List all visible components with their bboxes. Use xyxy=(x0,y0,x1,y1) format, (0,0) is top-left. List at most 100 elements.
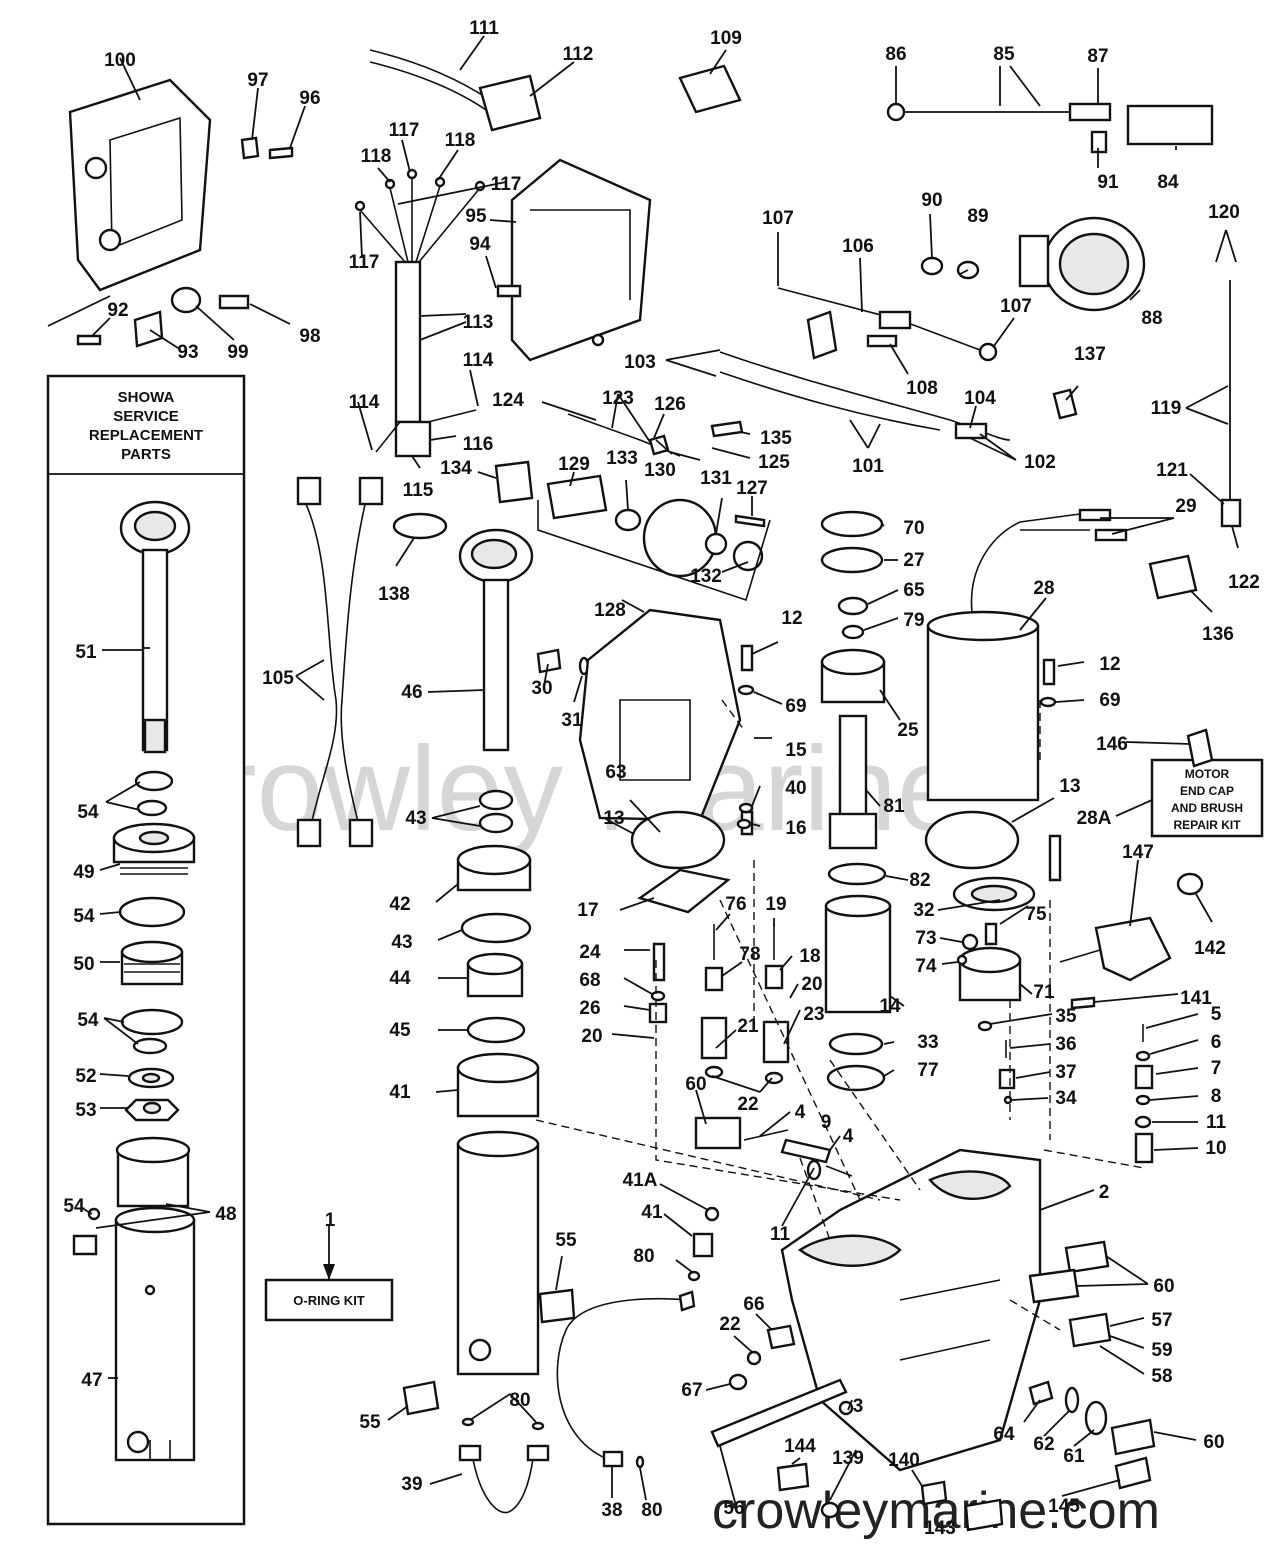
callout-17: 17 xyxy=(577,900,598,921)
callout-77: 77 xyxy=(917,1060,938,1081)
callout-63: 63 xyxy=(605,762,626,783)
callout-18: 18 xyxy=(799,946,820,967)
callout-119: 119 xyxy=(1151,398,1182,419)
callout-54-b: 54 xyxy=(73,906,95,927)
callout-80-c: 80 xyxy=(641,1500,662,1521)
callout-113: 113 xyxy=(463,312,494,333)
callout-58: 58 xyxy=(1151,1366,1172,1387)
callout-108: 108 xyxy=(906,378,938,399)
callout-10: 10 xyxy=(1205,1138,1226,1159)
callout-111: 111 xyxy=(469,18,499,39)
callout-60-c: 60 xyxy=(1203,1432,1224,1453)
callout-99: 99 xyxy=(227,342,248,363)
callout-95: 95 xyxy=(465,206,487,227)
callout-93: 93 xyxy=(177,342,198,363)
callout-144: 144 xyxy=(784,1436,816,1457)
callout-98: 98 xyxy=(299,326,320,347)
callout-12-b: 12 xyxy=(1099,654,1120,675)
callout-59: 59 xyxy=(1151,1340,1172,1361)
callout-106: 106 xyxy=(842,236,874,257)
callout-32: 32 xyxy=(913,900,934,921)
callout-120: 120 xyxy=(1208,202,1240,223)
kit-title-line-3: REPLACEMENT xyxy=(89,427,203,444)
callout-81: 81 xyxy=(883,796,905,817)
callout-86: 86 xyxy=(885,44,906,65)
callout-90: 90 xyxy=(921,190,942,211)
callout-117-c: 117 xyxy=(349,252,380,273)
callout-54-d: 54 xyxy=(63,1196,85,1217)
callout-82: 82 xyxy=(909,870,930,891)
callout-19: 19 xyxy=(765,894,786,915)
callout-71: 71 xyxy=(1033,982,1055,1003)
callout-20-b: 20 xyxy=(581,1026,602,1047)
callout-142: 142 xyxy=(1194,938,1226,959)
callout-84: 84 xyxy=(1157,172,1179,193)
callout-122: 122 xyxy=(1228,572,1260,593)
callout-107-a: 107 xyxy=(762,208,794,229)
callout-12-a: 12 xyxy=(781,608,802,629)
callout-147: 147 xyxy=(1122,842,1154,863)
callout-2: 2 xyxy=(1099,1182,1110,1203)
callout-129: 129 xyxy=(558,454,590,475)
kit-title-line-4: PARTS xyxy=(121,446,171,463)
callout-132: 132 xyxy=(690,566,722,587)
callout-69-b: 69 xyxy=(1099,690,1120,711)
callout-88: 88 xyxy=(1141,308,1162,329)
callout-89: 89 xyxy=(967,206,988,227)
callout-21: 21 xyxy=(737,1016,759,1037)
callout-91: 91 xyxy=(1097,172,1119,193)
callout-39: 39 xyxy=(401,1474,422,1495)
motor-kit-line-3: AND BRUSH xyxy=(1171,801,1243,815)
callout-22-a: 22 xyxy=(737,1094,758,1115)
kit-parts-drawing xyxy=(72,500,196,1462)
callout-67: 67 xyxy=(681,1380,702,1401)
callout-61: 61 xyxy=(1063,1446,1085,1467)
callout-134: 134 xyxy=(440,458,472,479)
callout-70: 70 xyxy=(903,518,924,539)
callout-97: 97 xyxy=(247,70,268,91)
leader-lines xyxy=(47,35,1239,1530)
callout-26: 26 xyxy=(579,998,600,1019)
kit-title-line-2: SERVICE xyxy=(113,408,179,425)
callout-41: 41 xyxy=(389,1082,411,1103)
callout-37: 37 xyxy=(1055,1062,1076,1083)
callout-45: 45 xyxy=(389,1020,411,1041)
callout-54-c: 54 xyxy=(77,1010,99,1031)
callout-36: 36 xyxy=(1055,1034,1076,1055)
callout-60-a: 60 xyxy=(685,1074,706,1095)
callout-50: 50 xyxy=(73,954,94,975)
callout-87: 87 xyxy=(1087,46,1108,67)
callout-94: 94 xyxy=(469,234,491,255)
watermark-text: Crowley Marine xyxy=(130,722,964,856)
callout-143: 143 xyxy=(924,1518,956,1539)
callout-30: 30 xyxy=(531,678,552,699)
callout-29: 29 xyxy=(1175,496,1196,517)
callout-46: 46 xyxy=(401,682,422,703)
callout-100: 100 xyxy=(104,50,136,71)
callout-125: 125 xyxy=(758,452,790,473)
callout-24: 24 xyxy=(579,942,601,963)
callout-118-b: 118 xyxy=(361,146,392,167)
callout-79: 79 xyxy=(903,610,924,631)
callout-145: 145 xyxy=(1048,1496,1080,1517)
callout-80-b: 80 xyxy=(509,1390,530,1411)
callout-64: 64 xyxy=(993,1424,1015,1445)
callout-127: 127 xyxy=(736,478,768,499)
callout-114-b: 114 xyxy=(349,392,380,413)
callout-51: 51 xyxy=(75,642,97,663)
callout-28: 28 xyxy=(1033,578,1054,599)
callout-44: 44 xyxy=(389,968,411,989)
callout-25: 25 xyxy=(897,720,919,741)
callout-96: 96 xyxy=(299,88,320,109)
callout-92: 92 xyxy=(107,300,128,321)
callout-48: 48 xyxy=(215,1204,236,1225)
callout-55-b: 55 xyxy=(359,1412,381,1433)
callout-13-a: 13 xyxy=(603,808,624,829)
callout-136: 136 xyxy=(1202,624,1234,645)
oring-kit-label: O-RING KIT xyxy=(293,1293,365,1308)
callout-117-b: 117 xyxy=(491,174,522,195)
callout-23: 23 xyxy=(803,1004,824,1025)
callout-139: 139 xyxy=(832,1448,864,1469)
callout-57: 57 xyxy=(1151,1310,1172,1331)
callout-4-a: 4 xyxy=(795,1102,806,1123)
